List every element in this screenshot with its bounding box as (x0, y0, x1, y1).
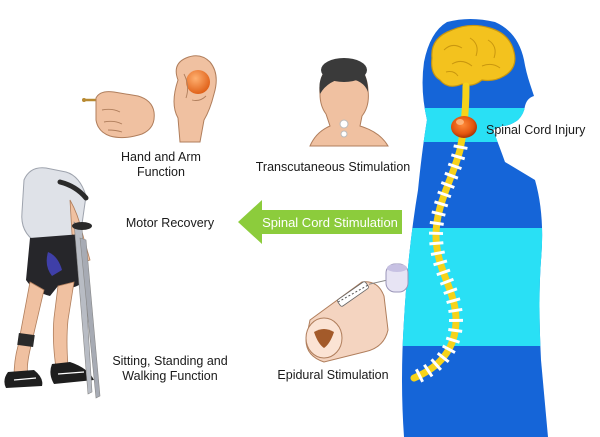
vertebra-disc (431, 210, 446, 217)
vertebra-disc (429, 220, 444, 226)
vertebra-disc (429, 241, 444, 246)
hand-arm-function-label: Hand and Arm Function (121, 150, 201, 179)
vertebra-disc (423, 363, 434, 378)
spinal-cord-stimulation-label: Spinal Cord Stimulation (262, 215, 398, 230)
spinal-cord-injury-label: Spinal Cord Injury (486, 123, 586, 137)
patient-with-crutches-icon (4, 167, 101, 399)
vertebra-disc (453, 144, 468, 150)
spinal-cord-stimulation-arrow (238, 200, 402, 244)
vertebra-disc (434, 200, 449, 208)
vertebra-disc (444, 171, 459, 180)
vertebra-disc (445, 336, 461, 344)
vertebra-disc (436, 351, 450, 364)
vertebra-disc (430, 250, 445, 257)
neck-electrode-icon (309, 58, 389, 147)
vertebra-disc (447, 162, 462, 171)
sitting-standing-walking-label: Sitting, Standing and Walking Function (112, 354, 228, 383)
epidural-stimulation-label: Epidural Stimulation (277, 368, 389, 382)
vertebra-disc (441, 344, 456, 354)
hand-grip-icon (82, 55, 217, 143)
vertebra-disc (448, 327, 463, 333)
vertebra-disc (439, 277, 454, 286)
vertebra-disc (430, 358, 442, 371)
vertebra-disc (440, 181, 455, 189)
brain-icon (431, 24, 516, 87)
vertebra-disc (446, 297, 461, 305)
vertebra-disc (443, 287, 458, 295)
vertebra-disc (450, 153, 466, 161)
vertebra-disc (448, 318, 464, 323)
vertebra-disc (436, 268, 451, 277)
vertebra-disc (428, 231, 444, 236)
vertebra-disc (448, 307, 463, 314)
vertebra-disc (437, 190, 452, 199)
motor-recovery-label: Motor Recovery (125, 216, 215, 230)
vertebra-disc (433, 259, 448, 267)
spinal-cord-injury-marker (451, 116, 477, 138)
epidural-electrode-icon (305, 263, 409, 363)
transcutaneous-stimulation-label: Transcutaneous Stimulation (255, 160, 411, 174)
vertebra-disc (414, 368, 424, 383)
